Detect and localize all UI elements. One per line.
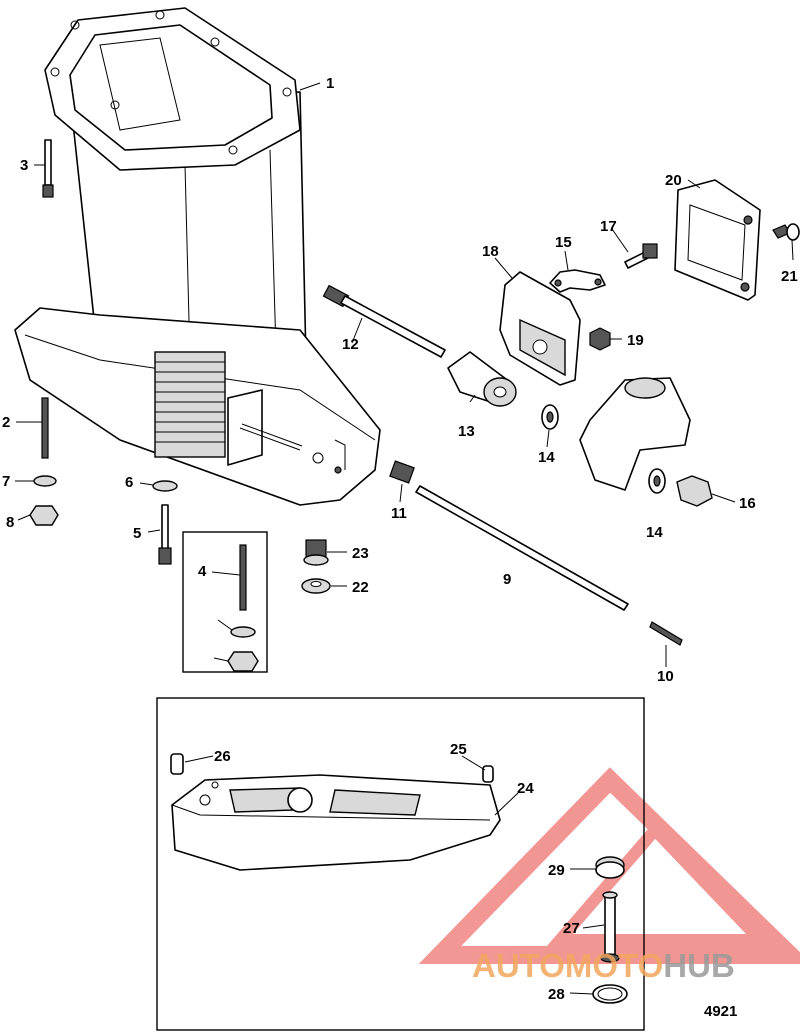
callout-14b: 14 [646,524,663,541]
dowel-pin [482,765,494,783]
bolt [42,139,54,198]
cover-plate [674,179,761,301]
washer [230,626,256,638]
callout-20: 20 [665,172,682,189]
callout-26: 26 [214,748,231,765]
screw [772,223,800,241]
watermark-text-main: AUTOMOTO [472,947,663,984]
o-ring [592,984,628,1004]
washer [541,404,559,430]
watermark-text: AUTOMOTOHUB [472,947,735,984]
upper-mount-bolt [322,284,446,358]
callout-7: 7 [2,473,10,490]
callout-23: 23 [352,545,369,562]
washer [648,468,666,494]
screw [624,243,658,269]
callout-27: 27 [563,920,580,937]
callout-16: 16 [739,495,756,512]
callout-8: 8 [6,514,14,531]
upper-mount [447,351,517,407]
callout-28: 28 [548,986,565,1003]
callout-11: 11 [391,505,407,522]
callout-2: 2 [2,414,10,431]
callout-17: 17 [600,218,617,235]
callout-5: 5 [133,525,141,542]
nut [29,505,59,526]
ground-strap [549,269,606,293]
callout-29: 29 [548,862,565,879]
callout-21: 21 [781,268,798,285]
kit-frame [182,531,268,673]
callout-3: 3 [20,157,28,174]
bushing [303,539,329,566]
callout-25: 25 [450,741,467,758]
washer [33,475,57,487]
callout-9: 9 [503,571,511,588]
callout-labels: 1 2 3 4 5 6 7 8 9 10 11 12 13 14 14 15 1… [2,75,798,1003]
callout-18: 18 [482,243,499,260]
shift-shaft-coupler [389,460,415,484]
shift-shaft [415,485,629,611]
dowel-pin [170,753,184,775]
callout-14: 14 [538,449,555,466]
leader-lines [15,82,794,995]
callout-12: 12 [342,336,359,353]
shift-shaft-pin [649,621,683,646]
bolt [600,891,620,963]
mount-bracket [499,271,581,386]
lower-plate-frame [156,697,645,1031]
callout-6: 6 [125,474,133,491]
nut [676,475,713,507]
callout-13: 13 [458,423,475,440]
callout-19: 19 [627,332,644,349]
bushing [595,856,625,879]
callout-4: 4 [198,563,207,580]
washer [152,480,178,492]
stud [41,397,49,459]
callout-22: 22 [352,579,369,596]
callout-10: 10 [657,668,674,685]
figure-number: 4921 [704,1003,737,1020]
nut [589,327,611,351]
callout-24: 24 [517,780,534,797]
lower-mount-plate [171,774,501,871]
lower-mount-cradle [579,377,691,491]
watermark-text-accent: HUB [663,947,735,984]
driveshaft-housing [14,7,381,506]
washer [301,578,331,594]
callout-1: 1 [326,75,334,92]
bolt [158,504,172,565]
nut [227,651,259,672]
stud [239,544,247,611]
callout-15: 15 [555,234,572,251]
